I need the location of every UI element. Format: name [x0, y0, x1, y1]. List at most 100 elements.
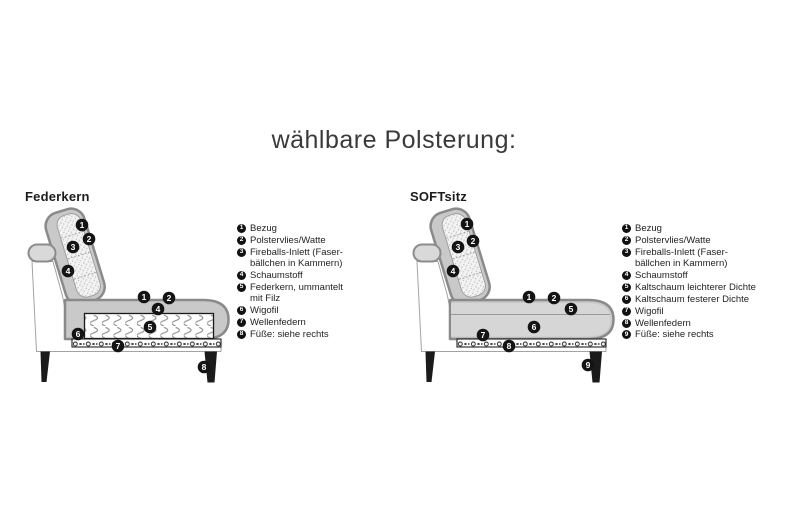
armrest	[412, 243, 442, 263]
legend-number-badge: 6	[622, 294, 631, 304]
legend-item-label: Kaltschaum leichterer Dichte	[635, 281, 756, 293]
legend-item: 8 Wellenfedern	[622, 318, 797, 329]
marker-number: 2	[167, 293, 172, 303]
marker-number: 1	[527, 292, 532, 302]
marker-number: 2	[87, 234, 92, 244]
legend-item-label: Wigofil	[250, 305, 279, 317]
legend-number-badge: 7	[237, 317, 246, 327]
wave-spring-pattern	[457, 339, 606, 347]
legend-number-badge: 1	[622, 224, 631, 233]
legend-item: 5 Federkern, ummantelt mit Filz	[237, 282, 392, 305]
marker-number: 6	[76, 329, 81, 339]
marker-number: 4	[451, 266, 456, 276]
marker-circle	[581, 358, 595, 372]
legend-item-label: Füße: siehe rechts	[635, 329, 714, 341]
backrest	[44, 207, 106, 306]
marker-number: 3	[456, 242, 461, 252]
marker-number: 7	[116, 341, 121, 351]
marker-circle	[466, 234, 480, 248]
legend-number-badge: 5	[622, 282, 631, 292]
legend-item-label: Federkern, ummantelt mit Filz	[250, 281, 343, 305]
legend-number-badge: 3	[237, 247, 246, 257]
marker-circle	[66, 240, 80, 254]
legend-item-label: Kaltschaum festerer Dichte	[635, 293, 750, 305]
legend-number-badge: 5	[237, 282, 246, 292]
wave-spring-pattern	[72, 339, 221, 347]
marker-circle	[446, 264, 460, 278]
legend-number-badge: 4	[237, 270, 246, 280]
legend-number-badge: 9	[622, 330, 631, 340]
legend-item: 5 Kaltschaum leichterer Dichte	[622, 282, 797, 293]
legend-item-label: Schaumstoff	[250, 269, 303, 281]
front-leg	[40, 351, 50, 382]
legend-item: 4 Schaumstoff	[622, 270, 797, 281]
marker-circle	[137, 290, 151, 304]
legend-item-label: Wellenfedern	[635, 317, 691, 329]
legend-number-badge: 8	[622, 318, 631, 328]
legend-item: 9 Füße: siehe rechts	[622, 329, 797, 340]
legend-item-label: Schaumstoff	[635, 269, 688, 281]
marker-circle	[460, 217, 474, 231]
legend-item: 7 Wigofil	[622, 306, 797, 317]
marker-number: 1	[142, 292, 147, 302]
diagram-label-softsitz: SOFTsitz	[410, 189, 467, 204]
marker-circle	[564, 302, 578, 316]
page-title: wählbare Polsterung:	[271, 126, 517, 154]
marker-number: 1	[465, 219, 470, 229]
marker-circle	[502, 339, 516, 353]
legend-number-badge: 3	[622, 247, 631, 257]
armrest	[27, 243, 57, 263]
marker-circle	[111, 339, 125, 353]
back-leg	[589, 351, 602, 383]
legend-number-badge: 1	[237, 224, 246, 233]
marker-number: 4	[156, 304, 161, 314]
legend-number-badge: 2	[622, 235, 631, 245]
marker-number: 2	[552, 293, 557, 303]
legend-item-label: Polstervlies/Watte	[250, 234, 326, 246]
marker-number: 7	[481, 330, 486, 340]
marker-circle	[547, 291, 561, 305]
marker-circle	[71, 327, 85, 341]
marker-circle	[162, 291, 176, 305]
marker-number: 6	[532, 322, 537, 332]
marker-number: 8	[507, 341, 512, 351]
marker-circle	[522, 290, 536, 304]
diagram-label-federkern: Federkern	[25, 189, 90, 204]
marker-circle	[197, 360, 211, 374]
back-leg	[204, 351, 217, 383]
marker-number: 4	[66, 266, 71, 276]
legend-item-label: Wigofil	[635, 305, 664, 317]
marker-circle	[75, 218, 89, 232]
legend-item-label: Fireballs-Inlett (Faser- bällchen in Kam…	[635, 246, 728, 270]
marker-circle	[151, 302, 165, 316]
legend-number-badge: 7	[622, 306, 631, 316]
front-leg	[425, 351, 435, 382]
marker-number: 8	[202, 362, 207, 372]
marker-number: 3	[71, 242, 76, 252]
legend-item-label: Fireballs-Inlett (Faser- bällchen in Kam…	[250, 246, 343, 270]
legend-item: 3 Fireballs-Inlett (Faser- bällchen in Ka…	[622, 247, 797, 270]
marker-number: 5	[148, 322, 153, 332]
marker-number: 5	[569, 304, 574, 314]
marker-circle	[143, 320, 157, 334]
legend-item: 3 Fireballs-Inlett (Faser- bällchen in Ka…	[237, 247, 392, 270]
marker-circle	[82, 232, 96, 246]
legend-number-badge: 4	[622, 270, 631, 280]
legend-number-badge: 8	[237, 329, 246, 339]
marker-circle	[451, 240, 465, 254]
marker-circle	[61, 264, 75, 278]
